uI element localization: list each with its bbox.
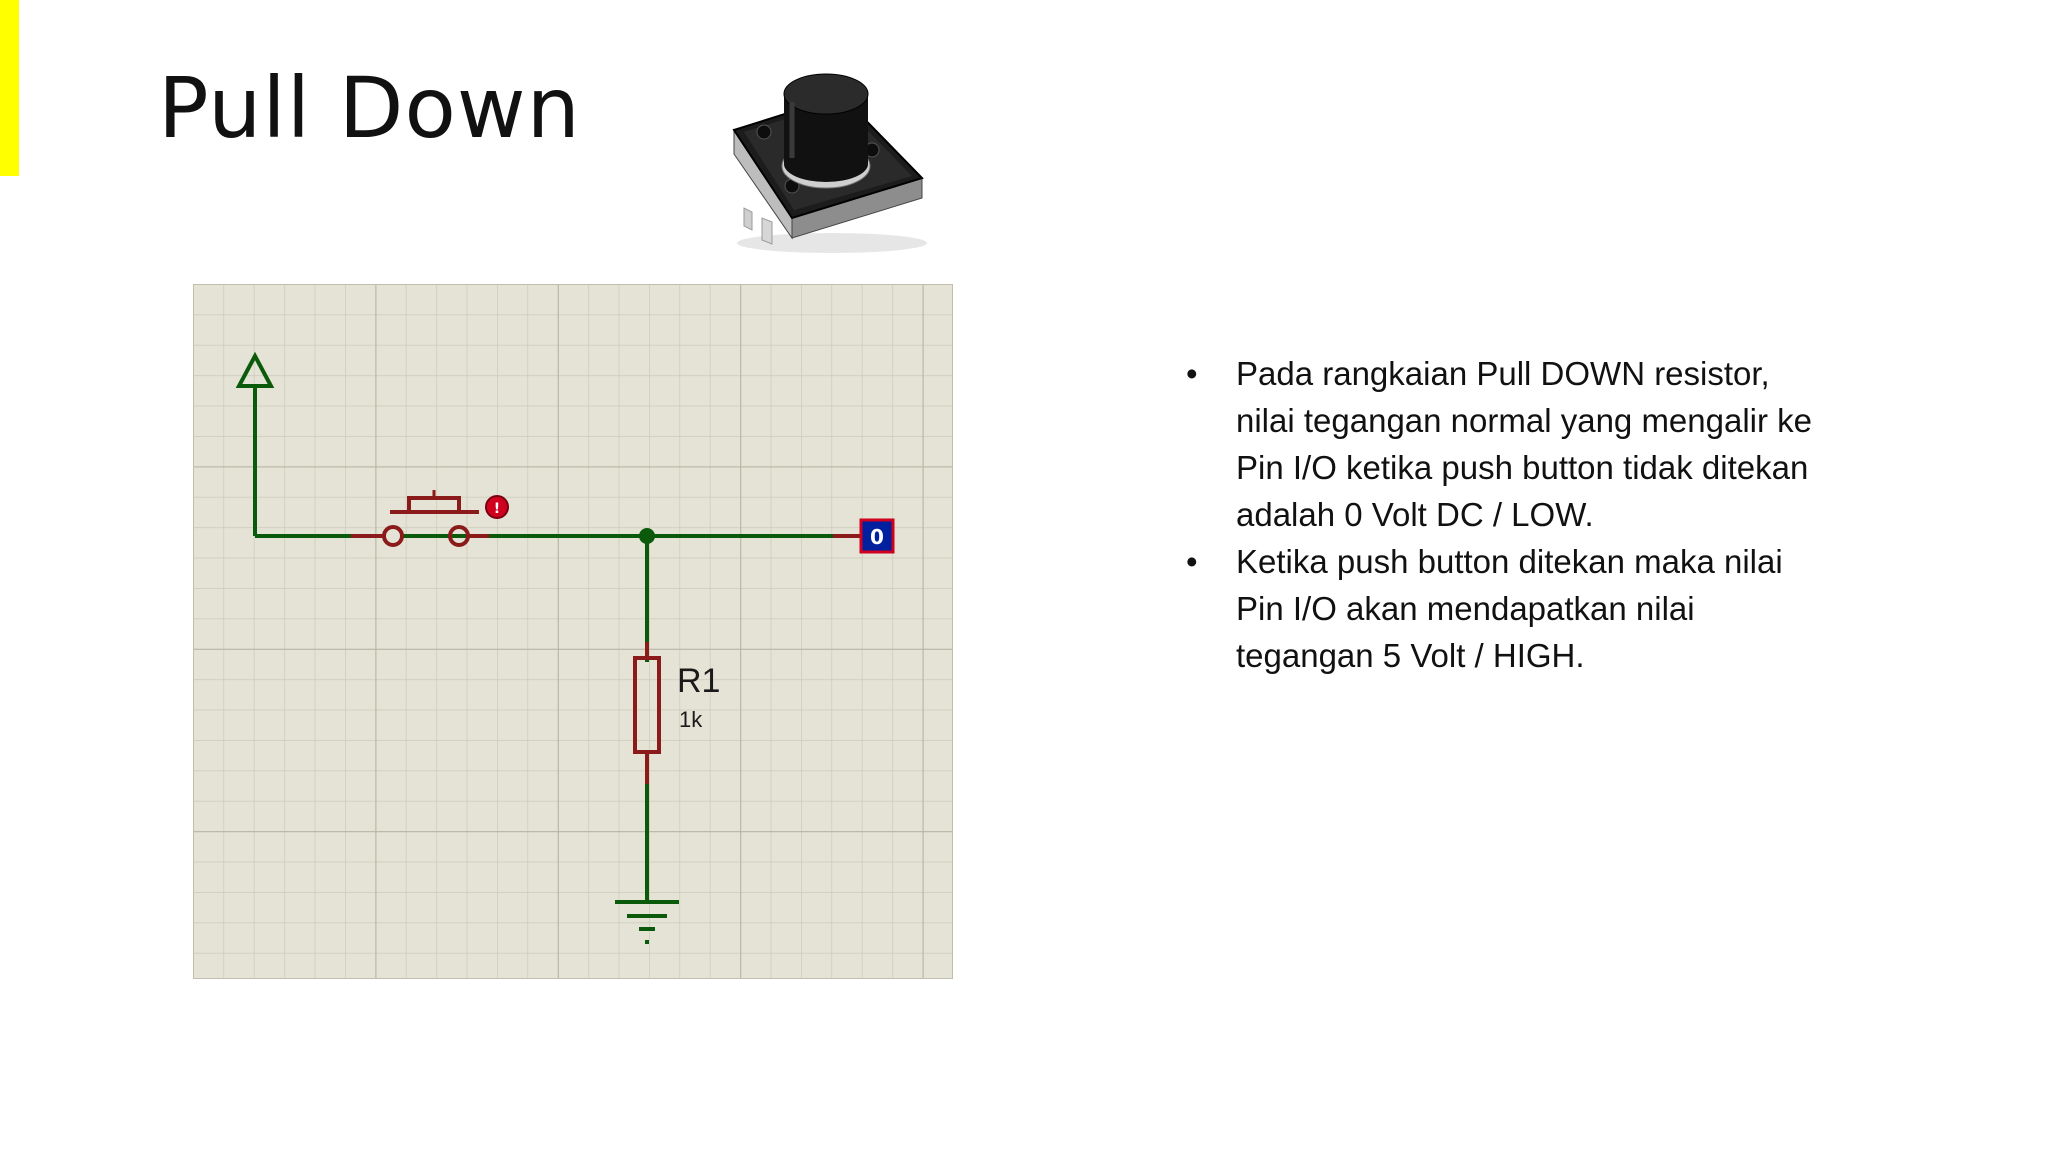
bullet-item: • Ketika push button ditekan maka nilai … bbox=[1180, 538, 1820, 679]
svg-text:!: ! bbox=[494, 501, 500, 517]
bullet-item: • Pada rangkaian Pull DOWN resistor, nil… bbox=[1180, 350, 1820, 538]
push-button-photo bbox=[732, 73, 927, 253]
resistor-label: R1 bbox=[677, 662, 720, 700]
ground-icon bbox=[615, 900, 679, 944]
push-button-symbol bbox=[351, 490, 489, 547]
power-terminal-icon bbox=[235, 351, 275, 536]
switch-state-badge: ! bbox=[485, 495, 509, 519]
logic-probe-pin: 0 bbox=[833, 518, 895, 554]
slide-title: Pull Down bbox=[158, 59, 581, 157]
bullet-marker: • bbox=[1186, 355, 1198, 392]
bullet-list: • Pada rangkaian Pull DOWN resistor, nil… bbox=[1180, 350, 1820, 679]
svg-text:0: 0 bbox=[870, 525, 884, 549]
resistor-value: 1k bbox=[679, 707, 703, 732]
wires bbox=[255, 534, 833, 902]
accent-bar bbox=[0, 0, 19, 176]
resistor-symbol bbox=[633, 642, 661, 784]
bullet-text: Ketika push button ditekan maka nilai Pi… bbox=[1236, 543, 1783, 674]
bullet-text: Pada rangkaian Pull DOWN resistor, nilai… bbox=[1236, 355, 1813, 533]
junction-dot bbox=[639, 528, 655, 544]
bullet-marker: • bbox=[1186, 543, 1198, 580]
pull-down-schematic: ! R1 1k 0 bbox=[193, 284, 953, 979]
